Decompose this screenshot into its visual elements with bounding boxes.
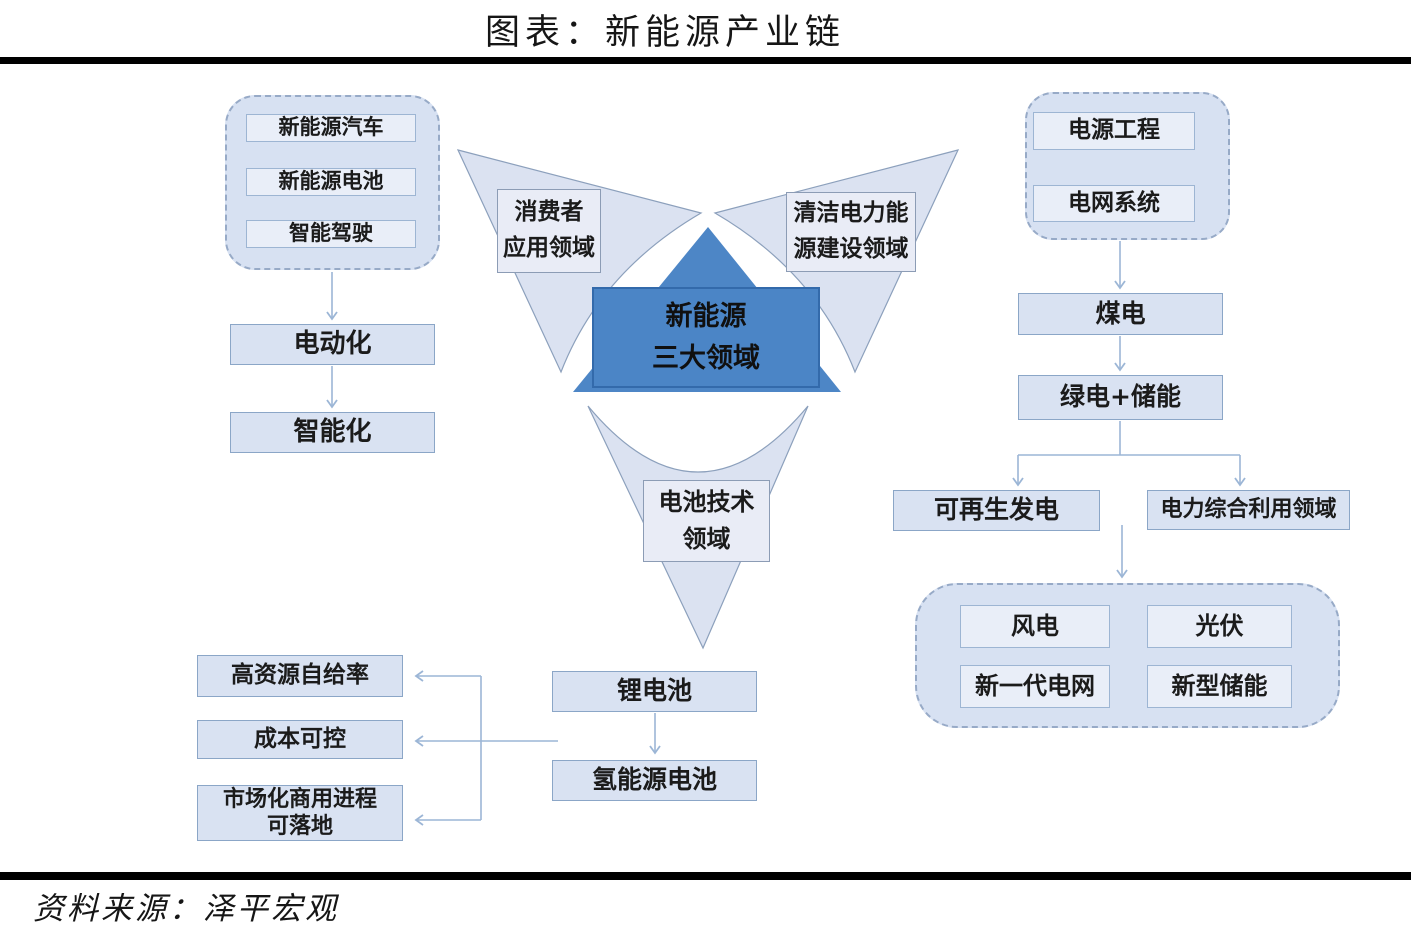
label-battery-domain-line2: 领域 [682, 525, 731, 553]
node-photovoltaic: 光伏 [1147, 605, 1292, 648]
source-caption: 资料来源：泽平宏观 [33, 891, 339, 927]
node-new-energy-storage: 新型储能 [1147, 665, 1292, 708]
node-power-engineering: 电源工程 [1033, 112, 1195, 150]
node-intelligence: 智能化 [230, 412, 435, 453]
node-wind-power: 风电 [960, 605, 1110, 648]
node-new-energy-battery: 新能源电池 [246, 168, 416, 196]
core-line2: 三大领域 [652, 342, 760, 374]
split-connector [1018, 421, 1240, 456]
node-feature-resource-self-sufficiency: 高资源自给率 [197, 655, 403, 697]
label-consumer-domain: 消费者 应用领域 [497, 189, 601, 273]
label-battery-domain-line1: 电池技术 [658, 487, 755, 516]
feature-spine [480, 676, 558, 820]
bottom-rule [0, 872, 1411, 880]
core-line1: 新能源 [665, 300, 747, 332]
node-green-power-storage: 绿电+储能 [1018, 375, 1223, 420]
label-clean-power-domain-line2: 源建设领域 [793, 236, 909, 262]
node-coal-power: 煤电 [1018, 293, 1223, 335]
node-new-energy-vehicle: 新能源汽车 [246, 114, 416, 142]
feature-commercialization-line2: 可落地 [266, 814, 333, 839]
node-electrification: 电动化 [230, 324, 435, 365]
node-core-three-domains: 新能源 三大领域 [592, 287, 820, 388]
node-feature-commercialization: 市场化商用进程 可落地 [197, 785, 403, 841]
node-renewable-generation: 可再生发电 [893, 490, 1100, 531]
node-power-utilization-domain: 电力综合利用领域 [1147, 490, 1350, 530]
label-battery-domain: 电池技术 领域 [643, 480, 770, 562]
node-feature-cost-control: 成本可控 [197, 720, 403, 759]
node-smart-driving: 智能驾驶 [246, 220, 416, 248]
node-lithium-battery: 锂电池 [552, 671, 757, 712]
node-grid-system: 电网系统 [1033, 185, 1195, 222]
label-consumer-domain-line2: 应用领域 [503, 235, 595, 261]
top-rule [0, 57, 1411, 64]
page-title: 图表：新能源产业链 [484, 13, 846, 53]
node-next-gen-grid: 新一代电网 [960, 665, 1110, 708]
node-hydrogen-battery: 氢能源电池 [552, 760, 757, 801]
label-consumer-domain-line1: 消费者 [514, 199, 584, 226]
label-clean-power-domain: 清洁电力能 源建设领域 [786, 192, 916, 272]
label-clean-power-domain-line1: 清洁电力能 [793, 200, 909, 227]
feature-commercialization-line1: 市场化商用进程 [222, 786, 377, 812]
